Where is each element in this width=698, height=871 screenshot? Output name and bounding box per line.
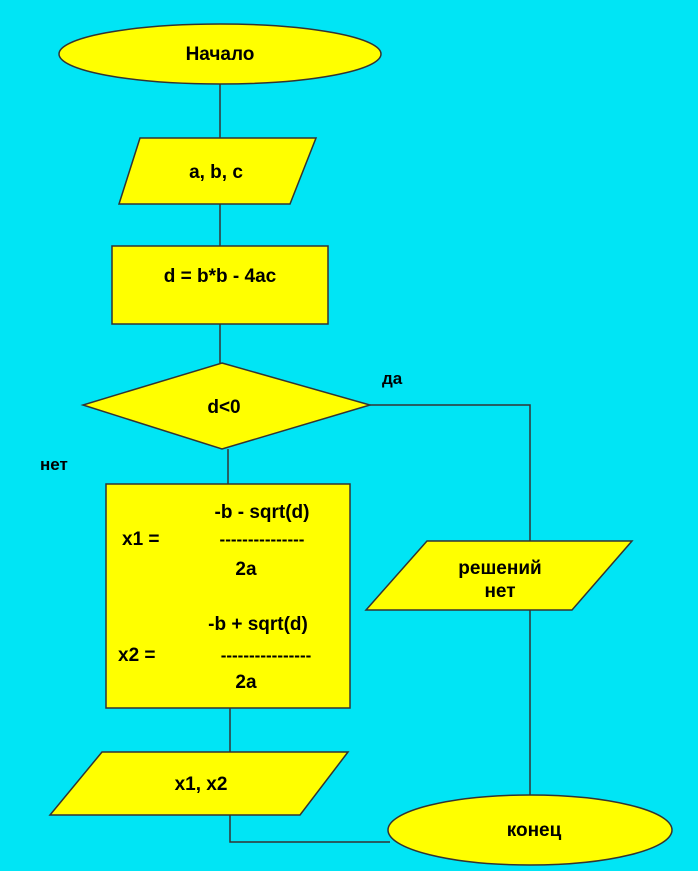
no-solution-parallelogram [364, 540, 634, 611]
connectors [219, 84, 531, 843]
output-parallelogram [48, 751, 350, 816]
no-solution-line2: нет [484, 581, 515, 602]
discriminant-rect [111, 245, 329, 325]
start-label: Начало [186, 44, 255, 65]
end-terminator: конец [387, 794, 673, 866]
connector-decision-yes-branch [370, 404, 531, 541]
discriminant-block: d = b*b - 4ac [111, 245, 329, 325]
x1-label: x1 = [122, 529, 160, 550]
input-block: a, b, c [117, 137, 318, 205]
branch-yes-label: да [382, 369, 403, 388]
x2-label: x2 = [118, 645, 156, 666]
branch-no-label: нет [40, 455, 68, 474]
no-solution-block: решений нет [364, 540, 634, 611]
input-label: a, b, c [189, 162, 243, 183]
start-ellipse [58, 23, 382, 85]
output-block: x1, x2 [48, 751, 350, 816]
connector-output-end [229, 815, 390, 843]
decision-label: d<0 [207, 397, 240, 418]
end-ellipse [387, 794, 673, 866]
output-label: x1, x2 [175, 774, 228, 795]
input-parallelogram [117, 137, 318, 205]
end-label: конец [507, 820, 562, 841]
x2-numerator: -b + sqrt(d) [208, 614, 308, 635]
decision-block: d<0 [80, 362, 373, 450]
x2-fraction-bar: ---------------- [221, 646, 312, 665]
x2-denominator: 2a [235, 672, 257, 693]
no-solution-line1: решений [458, 558, 541, 579]
formula-block: -b - sqrt(d) x1 = --------------- 2a -b … [105, 483, 351, 709]
start-terminator: Начало [58, 23, 382, 85]
decision-diamond [80, 362, 373, 450]
x1-numerator: -b - sqrt(d) [215, 502, 310, 523]
x1-fraction-bar: --------------- [220, 530, 305, 549]
x1-denominator: 2a [235, 559, 257, 580]
discriminant-label: d = b*b - 4ac [164, 266, 277, 287]
formula-rect [105, 483, 351, 709]
